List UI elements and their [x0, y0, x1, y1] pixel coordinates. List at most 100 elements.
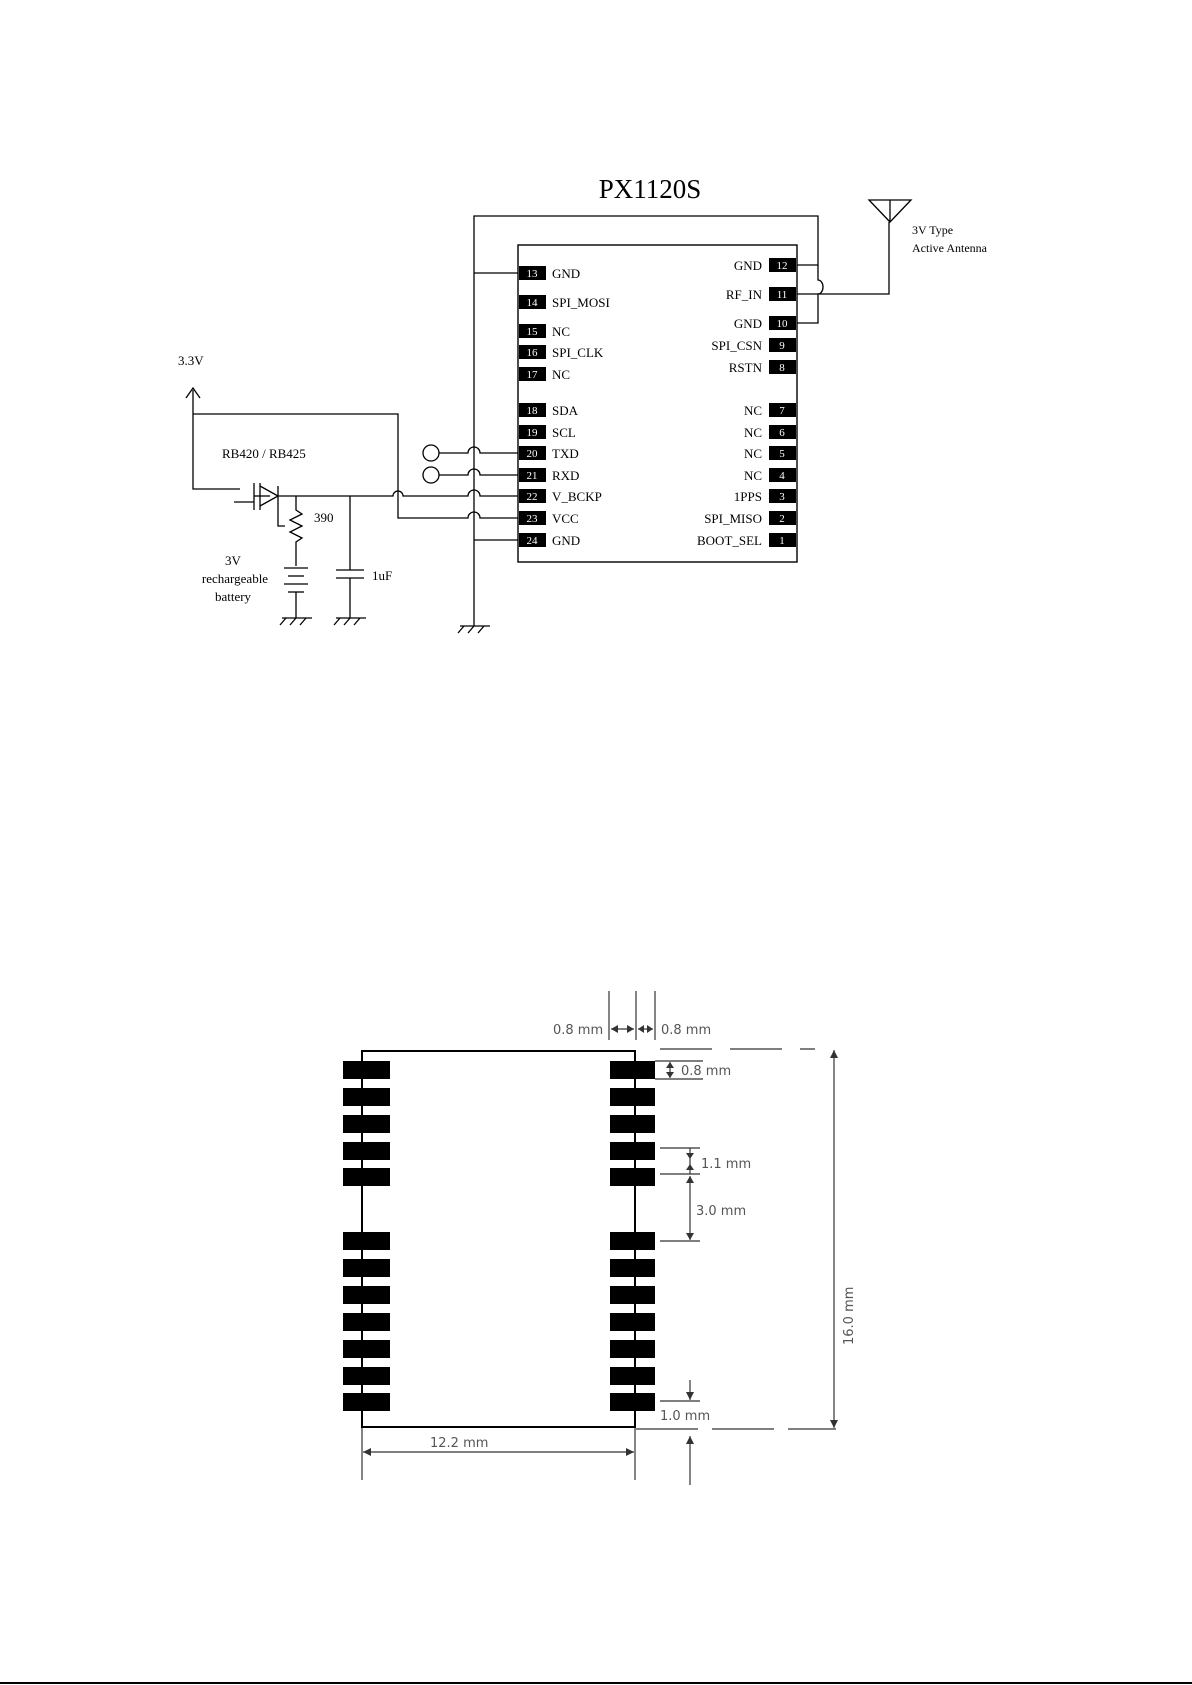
- battery-label-word: battery: [215, 589, 252, 604]
- pin-name: NC: [552, 367, 570, 382]
- left-pad: [343, 1088, 390, 1106]
- pin-5: 5NC: [744, 446, 796, 461]
- pin-number: 17: [527, 369, 539, 381]
- pad-width-right-label: 0.8 mm: [661, 1023, 711, 1038]
- pin-number-box: [519, 533, 546, 547]
- pin-16: 16 SPI_CLK: [519, 345, 604, 360]
- pin-name: TXD: [552, 446, 579, 461]
- resistor-label: 390: [314, 510, 334, 525]
- right-pad: [610, 1259, 655, 1277]
- pin-number-box: [519, 511, 546, 525]
- pin-number: 18: [527, 405, 539, 417]
- gnd-hop-wire: [817, 265, 824, 301]
- vcc-supply-wire: [193, 413, 518, 519]
- battery-ground-icon: [279, 617, 312, 626]
- pin-number: 20: [527, 448, 539, 460]
- diode-label: RB420 / RB425: [222, 446, 306, 461]
- battery-icon: [284, 567, 308, 618]
- footprint-outline: [361, 1050, 636, 1428]
- pin-name: NC: [744, 403, 762, 418]
- left-pad: [343, 1393, 390, 1411]
- pin-20: 20 TXD: [519, 446, 579, 461]
- gap-dimension: [660, 1176, 700, 1242]
- width-dimension: [361, 1428, 636, 1480]
- pin-name: GND: [552, 533, 580, 548]
- pin-number: 8: [779, 362, 785, 374]
- pin-number-box: [519, 425, 546, 439]
- rf-in-wire: [797, 222, 890, 295]
- left-pad: [343, 1286, 390, 1304]
- pin-number: 4: [779, 470, 785, 482]
- vcc-wire: [192, 390, 240, 490]
- right-pad: [610, 1286, 655, 1304]
- pin-number-box: [769, 446, 796, 460]
- footprint-drawing: 0.8 mm 0.8 mm 0.8 mm 1.1 mm 3.0 mm: [343, 991, 857, 1485]
- pin-name: GND: [734, 316, 762, 331]
- pin-name: SDA: [552, 403, 579, 418]
- capacitor-label: 1uF: [372, 568, 392, 583]
- pin-name: RXD: [552, 468, 579, 483]
- left-pad: [343, 1142, 390, 1160]
- right-pad: [610, 1393, 655, 1411]
- pin-number: 14: [527, 297, 539, 309]
- capacitor-ground-icon: [333, 617, 366, 626]
- right-pad: [610, 1142, 655, 1160]
- pin-number: 11: [777, 289, 788, 301]
- pin-number-box: [519, 295, 546, 309]
- right-pad: [610, 1061, 655, 1079]
- pin-number: 3: [779, 491, 785, 503]
- pitch-dimension: [660, 1147, 700, 1175]
- bottom-offset-label: 1.0 mm: [660, 1409, 710, 1424]
- pin-name: V_BCKP: [552, 489, 602, 504]
- pin-number-box: [519, 403, 546, 417]
- pin-number: 12: [777, 260, 788, 272]
- right-pad: [610, 1313, 655, 1331]
- right-pad: [610, 1340, 655, 1358]
- pin-name: 1PPS: [734, 489, 762, 504]
- pin-7: 7 NC: [744, 403, 796, 418]
- pitch-label: 1.1 mm: [701, 1157, 751, 1172]
- gap-label: 3.0 mm: [696, 1204, 746, 1219]
- module-body: [517, 244, 798, 563]
- pin-number: 23: [527, 513, 539, 525]
- pin-number: 21: [527, 470, 538, 482]
- pin-name: SPI_CLK: [552, 345, 604, 360]
- pin-number: 6: [779, 427, 785, 439]
- pin-name: SCL: [552, 425, 576, 440]
- pin-number-box: [769, 425, 796, 439]
- gnd-bus-wire: [473, 215, 819, 604]
- antenna-label-type: 3V Type: [912, 223, 953, 237]
- capacitor-icon: [336, 496, 364, 618]
- pin-number: 19: [527, 427, 539, 439]
- right-pad: [610, 1088, 655, 1106]
- pin-number: 13: [527, 268, 539, 280]
- pin-name: BOOT_SEL: [697, 533, 762, 548]
- rxd-test-point: [422, 466, 518, 484]
- pin-number-box: [769, 511, 796, 525]
- left-pad: [343, 1367, 390, 1385]
- pad-height-dimension: [655, 1060, 703, 1080]
- right-pad: [610, 1367, 655, 1385]
- supply-label: 3.3V: [178, 353, 204, 368]
- pin-number: 2: [779, 513, 785, 525]
- v-bckp-wire: [278, 489, 518, 497]
- pin-number: 16: [527, 347, 539, 359]
- pin-number: 7: [779, 405, 785, 417]
- pad-width-left-label: 0.8 mm: [553, 1023, 603, 1038]
- pin-number-box: [769, 287, 796, 301]
- width-label: 12.2 mm: [430, 1436, 488, 1451]
- pin-number-box: [519, 446, 546, 460]
- pin-name: NC: [744, 446, 762, 461]
- pad-height-label: 0.8 mm: [681, 1064, 731, 1079]
